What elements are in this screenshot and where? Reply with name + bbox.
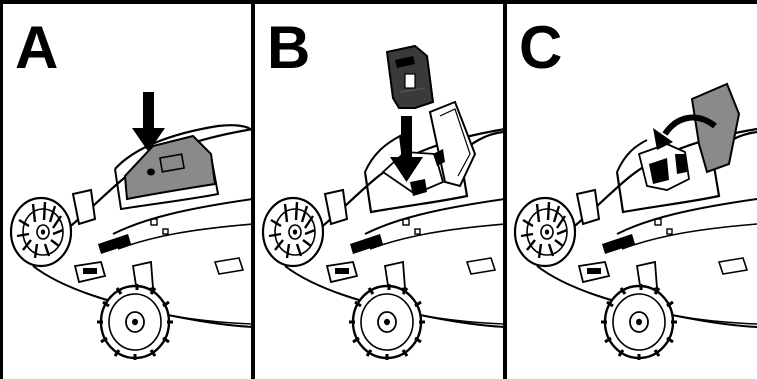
panel-b: B bbox=[253, 0, 505, 379]
panel-c: C bbox=[505, 0, 757, 379]
mower-illustration-c bbox=[513, 82, 757, 362]
battery-pack bbox=[385, 44, 435, 109]
battery-cover bbox=[123, 134, 217, 201]
battery-cover bbox=[690, 82, 741, 174]
mower-illustration-b bbox=[261, 44, 503, 362]
press-arrow-icon bbox=[132, 92, 165, 152]
panel-label-b: B bbox=[267, 14, 311, 81]
panel-label-c: C bbox=[519, 14, 563, 81]
close-arrow-icon bbox=[653, 114, 717, 150]
mower-illustration-a bbox=[9, 92, 251, 362]
panel-a: A bbox=[0, 0, 253, 379]
panel-label-a: A bbox=[15, 14, 59, 81]
insert-arrow-icon bbox=[390, 116, 423, 182]
